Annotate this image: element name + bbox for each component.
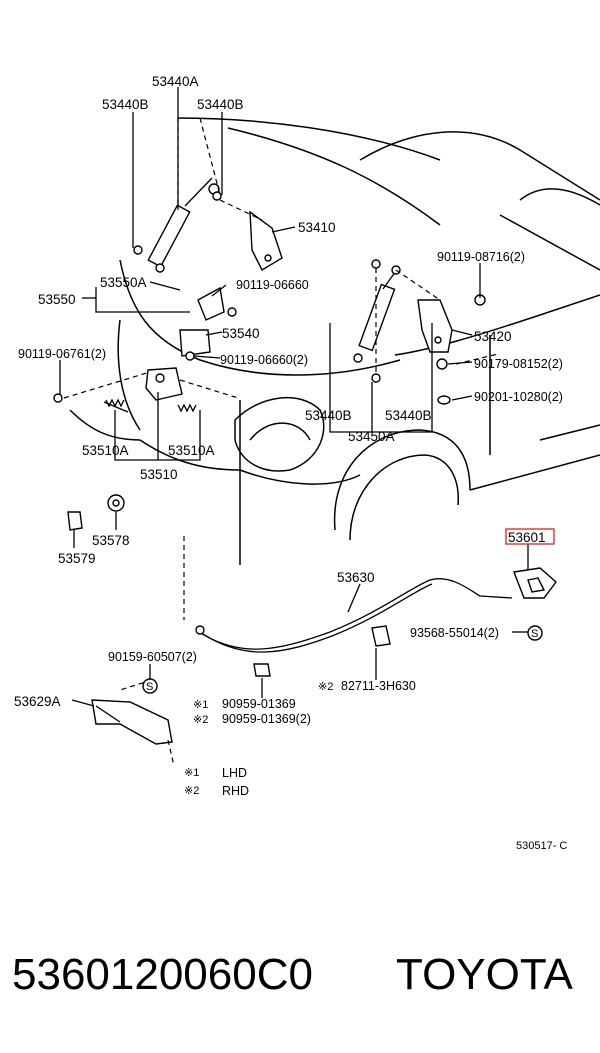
diagram-reference-code: 530517- C [516, 840, 567, 852]
mark-note-2-clip: ※2 [318, 681, 333, 693]
label-90959-01369: 90959-01369 [222, 697, 296, 711]
hood-support-bracket [179, 286, 237, 361]
dashed-alignment-lines [63, 117, 499, 767]
legend-mark-2: ※2 [184, 785, 199, 797]
label-90119-08716: 90119-08716(2) [437, 250, 525, 264]
label-90201-10280: 90201-10280(2) [474, 390, 563, 404]
label-53440B-bottom-right: 53440B [385, 408, 432, 423]
highlight-box-53601 [505, 528, 555, 545]
release-lever [513, 567, 557, 599]
label-53629A: 53629A [14, 694, 61, 709]
label-90119-06761: 90119-06761(2) [18, 347, 106, 361]
label-53440B-top-left: 53440B [102, 97, 149, 112]
label-53510A-right: 53510A [168, 443, 215, 458]
label-53630: 53630 [337, 570, 375, 585]
s-clip-left: S [142, 678, 158, 694]
legend-lhd: LHD [222, 766, 247, 780]
mark-note-1-clip: ※1 [193, 699, 208, 711]
car-body-outline [69, 117, 600, 565]
hood-lock-assy [53, 367, 197, 413]
label-53440A: 53440A [152, 74, 199, 89]
label-53440B-bottom-left: 53440B [305, 408, 352, 423]
label-53579: 53579 [58, 551, 96, 566]
label-53601: 53601 [508, 530, 546, 545]
label-82711-3H630: 82711-3H630 [341, 679, 416, 693]
legend: ※1 LHD ※2 RHD [184, 766, 249, 798]
lever-cover [91, 699, 173, 745]
label-53540: 53540 [222, 326, 260, 341]
label-53550A: 53550A [100, 275, 147, 290]
part-labels: 53440A 53440B 53440B 53410 90119-08716(2… [14, 74, 563, 726]
label-53420: 53420 [474, 329, 512, 344]
label-53578: 53578 [92, 533, 130, 548]
label-53510A-left: 53510A [82, 443, 129, 458]
leader-lines [59, 87, 529, 707]
legend-rhd: RHD [222, 784, 249, 798]
label-90959-01369-2: 90959-01369(2) [222, 712, 311, 726]
label-53450A: 53450A [348, 429, 395, 444]
label-90119-06660: 90119-06660 [236, 278, 309, 292]
hood-lock-cable [195, 578, 513, 677]
label-90179-08152: 90179-08152(2) [474, 357, 563, 371]
label-90119-06660-2: 90119-06660(2) [220, 353, 308, 367]
label-53410: 53410 [298, 220, 336, 235]
label-53440B-top-right: 53440B [197, 97, 244, 112]
bolts [133, 191, 486, 405]
footer-part-number: 5360120060C0 [12, 950, 313, 999]
label-90159-60507: 90159-60507(2) [108, 650, 197, 664]
s-clip-left-label: S [146, 681, 153, 693]
hood-hinge-right [417, 299, 453, 353]
footer-brand: TOYOTA [396, 950, 573, 999]
legend-mark-1: ※1 [184, 767, 199, 779]
label-53510: 53510 [140, 467, 178, 482]
cushions [67, 494, 125, 531]
s-clip-right-label: S [531, 628, 538, 640]
hood-strut-left [147, 177, 220, 273]
footer: 5360120060C0 TOYOTA [12, 950, 573, 999]
label-53550: 53550 [38, 292, 76, 307]
hood-strut-right [353, 265, 401, 363]
s-clip-right: S [527, 625, 543, 641]
label-93568-55014: 93568-55014(2) [410, 626, 499, 640]
hood-hinge-left [249, 210, 283, 271]
mark-note-2-clip-b: ※2 [193, 714, 208, 726]
